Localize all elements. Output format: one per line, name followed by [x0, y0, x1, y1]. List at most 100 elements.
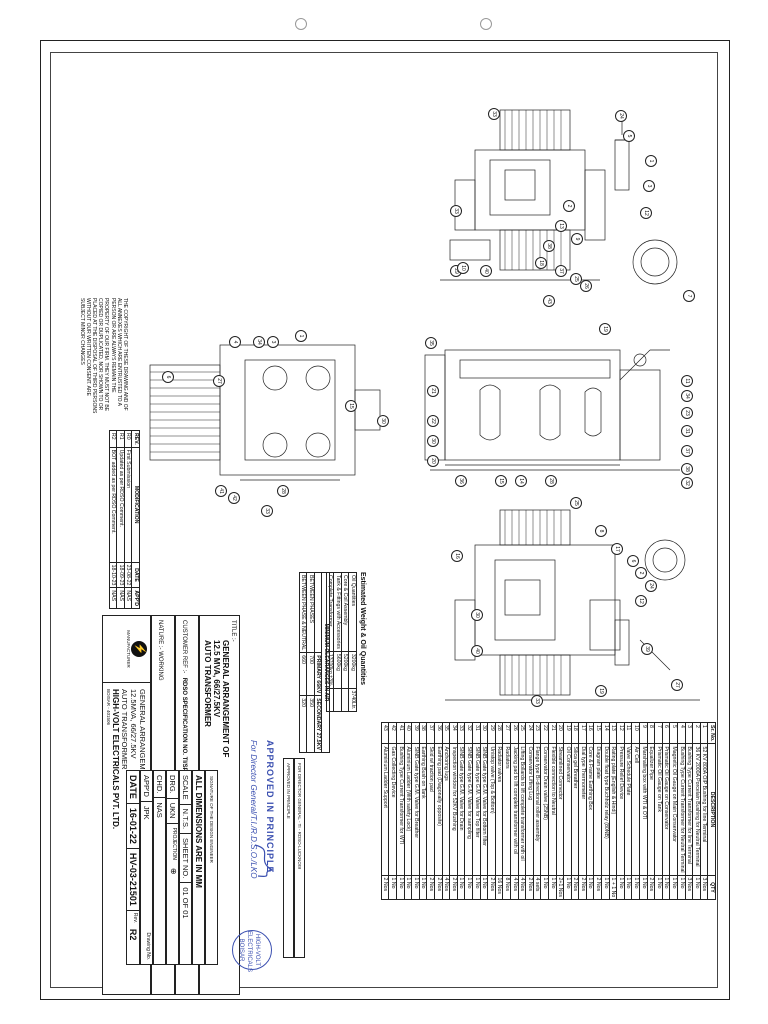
sheet-value: 01 OF 01 [181, 887, 190, 919]
bom-cell-srno: 28 [495, 722, 503, 744]
balloon-callout: 17 [611, 543, 623, 555]
revision-cell: BOT added as per RDSO Comment. [109, 447, 117, 563]
bom-cell-srno: 32 [464, 722, 473, 744]
bom-cell-qty: 8 Nos [502, 875, 511, 900]
bom-cell-description: Magnetic Oil Gauge on Main Conservator [669, 743, 678, 876]
bom-cell-description: Aluminium Ladder Support [381, 743, 389, 876]
scale-label: SCALE [180, 771, 191, 805]
drawing-sheet [40, 40, 730, 1000]
bom-cell-qty: 1 No [540, 875, 549, 900]
clearances-header-primary: PRIMARY 66KV [314, 652, 322, 696]
bom-cell-srno: 10 [631, 722, 640, 744]
balloon-callout: 38 [681, 463, 693, 475]
bom-cell-srno: 27 [502, 722, 511, 744]
balloon-callout: 8 [595, 525, 607, 537]
bom-cell-srno: 29 [487, 722, 496, 744]
dimensions-note: ALL DIMENSIONS ARE IN MM [192, 770, 205, 965]
bom-cell-qty: 1 No [669, 875, 678, 900]
date-value: 16-01-22 [127, 803, 139, 849]
balloon-callout: 20 [427, 455, 439, 467]
punch-hole-right [480, 18, 492, 30]
bom-header-qty: QTY [707, 875, 716, 900]
balloon-callout: 35 [425, 337, 437, 349]
balloon-callout: 24 [615, 110, 627, 122]
revision-cell: R1 [116, 430, 125, 448]
balloon-callout: 19 [595, 685, 607, 697]
balloon-callout: 1 [295, 330, 307, 342]
copyright-note: THE COPYRIGHT OF THESE DRAWING AND OF AL… [78, 298, 128, 414]
clearances-wrapper: MINIMUM CLEARANCES IN AIR PRIMARY 66KV S… [299, 572, 330, 753]
bom-cell-qty: 1 No [388, 875, 397, 900]
bom-cell-srno: 20 [556, 722, 564, 744]
balloon-callout: 27 [671, 679, 683, 691]
revision-cell: 18-10-23 [109, 562, 117, 588]
bom-cell-qty: 1 No [677, 875, 686, 900]
chd-label: CHD. [154, 771, 165, 799]
balloon-callout: 19 [599, 323, 611, 335]
balloon-callout: 34 [681, 390, 693, 402]
weights-cell [341, 688, 349, 712]
bom-cell-srno: 1 [700, 722, 708, 744]
approved-principle-label: APPROVED IN PRINCIPLE [286, 763, 291, 819]
bom-cell-qty: 1 No [419, 875, 427, 900]
bom-cell-description: Conservator Drain valve (25NB) [540, 743, 549, 876]
bom-cell-qty: 2 Nos [381, 875, 389, 900]
drg-label: DRG. [167, 771, 178, 799]
bom-cell-description: Lifting Bollards to lift complete transf… [518, 743, 526, 876]
bom-cell-srno: 36 [434, 722, 443, 744]
copyright-wrapper: THE COPYRIGHT OF THESE DRAWING AND OF AL… [78, 298, 128, 416]
balloon-callout: 41 [215, 485, 227, 497]
bom-cell-srno: 7 [654, 722, 663, 744]
bom-cell-qty: 2 Nos [647, 875, 655, 900]
clearances-header-secondary: SECONDARY 27.5KV [314, 695, 322, 753]
bom-cell-description: 36 KV 2000A Porcelain Bushing for Neutra… [692, 743, 701, 876]
clearances-cell: BETWEEN PHASE & NEUTRAL [299, 572, 307, 653]
clearances-table: MINIMUM CLEARANCES IN AIR PRIMARY 66KV S… [299, 572, 330, 753]
bom-cell-description: Valve Schedule Plate [624, 743, 632, 876]
bom-cell-description: SINB Gate type G.M. Valve for Bottom fil… [480, 743, 488, 876]
bom-cell-qty: 1 No [480, 875, 488, 900]
bom-cell-description: Radiators [502, 743, 511, 876]
bom-cell-srno: 21 [548, 722, 557, 744]
balloon-callout: 10 [457, 262, 469, 274]
balloon-callout: 14 [515, 475, 527, 487]
balloon-callout: 11 [681, 375, 693, 387]
revision-cell: NAS [116, 587, 125, 609]
designer-note: SIGNATURE OF THE DESIGN ENGINEER [209, 776, 214, 863]
revision-cell: R0 [124, 430, 132, 448]
balloon-callout: 40 [480, 265, 492, 277]
bom-cell-srno: 16 [586, 722, 594, 744]
bom-header-description: DESCRIPTION [707, 743, 716, 876]
bom-cell-qty: 1 No [548, 875, 557, 900]
bom-cell-qty: 4 Nos [510, 875, 519, 900]
projection-icon: ⊕ [169, 867, 178, 875]
bom-cell-description: SINB Gate type G.M. Valve for Breather [411, 743, 420, 876]
appd-value: JPK [142, 805, 151, 820]
punch-hole-left [295, 18, 307, 30]
bom-cell-description: Unistop valve (Top & Bottom) [487, 743, 496, 876]
bom-cell-qty: 1 No [662, 875, 670, 900]
bom-cell-srno: 8 [647, 722, 655, 744]
bom-cell-qty: 2 Nos [426, 875, 435, 900]
bom-cell-description: Earthing pad (Diagonally opposite) [434, 743, 443, 876]
signature-mark [250, 840, 280, 880]
bom-cell-description: Oil Conservator [563, 743, 572, 876]
bom-cell-qty: 1 No [601, 875, 610, 900]
balloon-callout: 23 [681, 407, 693, 419]
bom-cell-srno: 12 [616, 722, 625, 744]
company-name: HIGH-VOLT ELECTRICALS PVT. LTD. [111, 689, 120, 830]
balloon-callout: 37 [681, 445, 693, 457]
bom-cell-srno: 2 [692, 722, 701, 744]
